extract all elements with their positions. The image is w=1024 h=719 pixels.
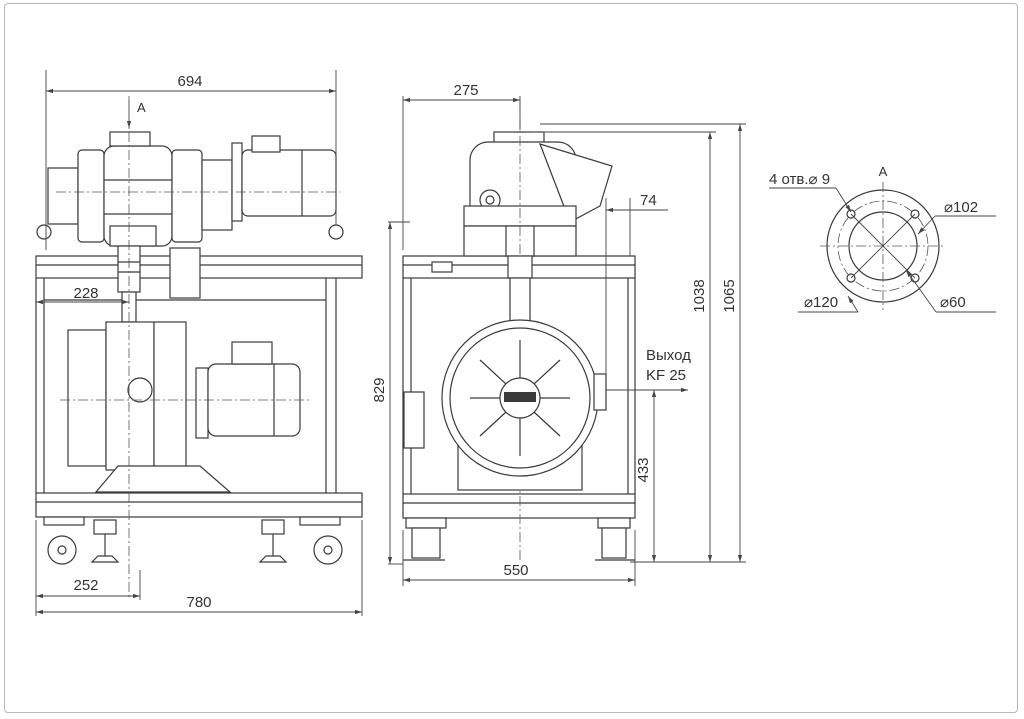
flange-view-label: A xyxy=(879,164,888,179)
dim-74-label: 74 xyxy=(640,192,657,209)
side-frame-bottom xyxy=(402,493,636,519)
inlet-flange xyxy=(109,131,151,147)
backing-pump xyxy=(60,321,310,493)
d60-label: ⌀60 xyxy=(940,294,966,311)
frame-bottom-rail xyxy=(35,492,363,518)
dim-252-label: 252 xyxy=(73,577,98,594)
dim-829-label: 829 xyxy=(371,377,388,402)
dim-780-label: 780 xyxy=(186,594,211,611)
lifting-eye-right xyxy=(328,224,344,240)
roots-pump xyxy=(36,131,344,247)
dim-1038-label: 1038 xyxy=(691,279,708,312)
wheels-front xyxy=(43,516,343,565)
dim-275-label: 275 xyxy=(453,82,478,99)
outlet-label-2: KF 25 xyxy=(646,367,686,384)
dim-1065-label: 1065 xyxy=(721,279,738,312)
roots-motor xyxy=(241,149,337,217)
roots-pump-side xyxy=(463,131,613,257)
d102-label: ⌀102 xyxy=(944,199,978,216)
outlet-label-1: Выход xyxy=(646,347,691,364)
inlet-label: A xyxy=(137,100,146,115)
dim-550-label: 550 xyxy=(503,562,528,579)
drawing-frame xyxy=(4,3,1018,713)
front-view: 694 A 228 252 780 xyxy=(35,70,363,616)
bolt-holes-label: 4 отв.⌀ 9 xyxy=(769,171,830,188)
flange-view-a: A 4 отв.⌀ 9 ⌀102 ⌀120 ⌀60 xyxy=(769,164,996,313)
dim-433-label: 433 xyxy=(635,457,652,482)
fan-cover xyxy=(403,319,607,491)
lifting-eye-left xyxy=(36,224,52,240)
d120-label: ⌀120 xyxy=(804,294,838,311)
dim-694-label: 694 xyxy=(177,73,202,90)
side-view: 275 74 829 Выход KF 25 433 1038 1065 550 xyxy=(371,82,746,586)
dim-228-label: 228 xyxy=(73,285,98,302)
